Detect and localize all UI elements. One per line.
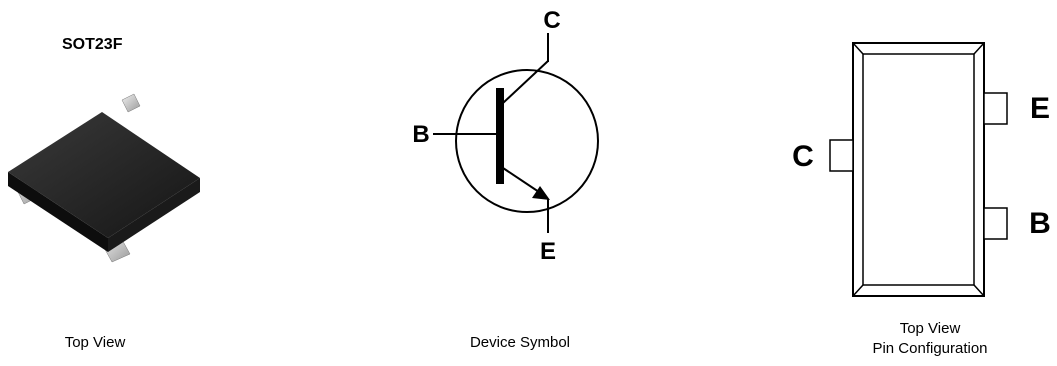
pad-e [983, 92, 1008, 125]
package-caption: Top View [64, 334, 126, 351]
pin-config-caption-line1: Top View [899, 320, 961, 337]
body-side [8, 172, 108, 252]
package-name: SOT23F [62, 36, 123, 53]
symbol-circle [455, 69, 599, 213]
base-bar [496, 88, 504, 184]
pin-label-b: B [1029, 207, 1051, 240]
pin-label-c: C [792, 140, 814, 173]
collector-line [502, 60, 549, 104]
symbol-caption: Device Symbol [469, 334, 571, 351]
emitter-line [502, 167, 543, 195]
symbol-label-c: C [543, 7, 560, 34]
pad-c [829, 139, 854, 172]
package-inner [862, 53, 975, 286]
pin-label-e: E [1030, 92, 1050, 125]
pin-config-caption: Top View Pin Configuration [840, 319, 1020, 359]
lead-top [121, 93, 141, 113]
package-photo [8, 93, 200, 263]
pin-config-caption-line2: Pin Configuration [872, 340, 988, 357]
symbol-label-e: E [540, 238, 556, 265]
pad-b [983, 207, 1008, 240]
package-outline [852, 42, 985, 297]
body-side-right [108, 178, 200, 252]
symbol-label-b: B [412, 121, 429, 148]
body-top [8, 112, 200, 238]
emitter-arrow [532, 186, 550, 200]
